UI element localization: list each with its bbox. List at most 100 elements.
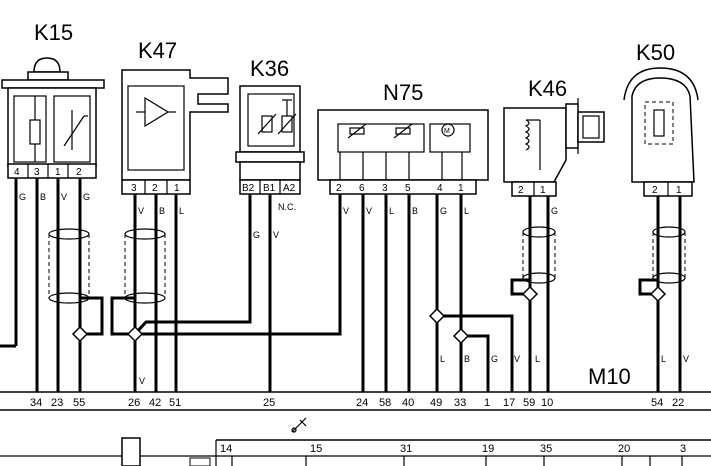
- wire-color: V: [139, 376, 145, 386]
- label-k47: K47: [138, 38, 177, 63]
- wire-colors-upper: G B V G V B L G V V V L B G L G V: [19, 192, 558, 386]
- bottom-connector: 34 23 55 26 42 51 25 24 58 40 49 33 1 17…: [0, 391, 711, 411]
- pin-number: 23: [51, 397, 63, 409]
- label-m10: M10: [588, 364, 631, 389]
- splice-k46: [521, 285, 539, 303]
- wire-color: V: [343, 206, 349, 216]
- wire-color: B: [412, 206, 418, 216]
- footer-number: 15: [310, 443, 322, 455]
- pin-number: 26: [128, 397, 140, 409]
- wire-color: L: [661, 354, 666, 364]
- pin-number: 54: [651, 397, 663, 409]
- splice-n75-b: [452, 327, 470, 345]
- wire-color: B: [159, 206, 165, 216]
- pin-number: 24: [356, 397, 368, 409]
- splice-k15: [71, 325, 89, 343]
- pin-number: 10: [541, 397, 553, 409]
- pin-number: 34: [30, 397, 42, 409]
- wire-color: L: [389, 206, 394, 216]
- pin-k47-2: 2: [152, 183, 158, 194]
- wire-color: G: [491, 354, 498, 364]
- label-k50: K50: [636, 40, 675, 65]
- component-k46: K46 2 1: [503, 76, 605, 197]
- pin-k15-4: 4: [14, 167, 20, 178]
- wires: [0, 178, 682, 392]
- footer-number: 3: [680, 443, 686, 455]
- footer-number: 35: [540, 443, 552, 455]
- pin-k46-2: 2: [518, 185, 524, 196]
- pin-k36-a2: A2: [283, 183, 296, 194]
- svg-text:M: M: [444, 128, 450, 135]
- label-k46: K46: [528, 76, 567, 101]
- pin-k50-1: 1: [676, 185, 682, 196]
- wire-color: V: [273, 230, 279, 240]
- splice-k50: [649, 285, 667, 303]
- wire-color: G: [83, 192, 90, 202]
- pin-k46-1: 1: [540, 185, 546, 196]
- pin-n75-1: 1: [458, 183, 464, 194]
- pin-n75-6: 6: [359, 183, 365, 194]
- label-k36: K36: [250, 56, 289, 81]
- footer-number: 19: [482, 443, 494, 455]
- pin-number: 40: [402, 397, 414, 409]
- wire-color: B: [464, 354, 470, 364]
- shield-k50: [652, 226, 686, 284]
- footer-connector: 14 15 31 19 35 20 3: [0, 437, 711, 466]
- pin-number: 49: [430, 397, 442, 409]
- wire-color: L: [440, 354, 445, 364]
- pin-k36-b1: B1: [263, 183, 276, 194]
- pin-number: 42: [149, 397, 161, 409]
- wire-color: V: [138, 206, 144, 216]
- pin-k15-3: 3: [34, 167, 40, 178]
- footer-number: 20: [618, 443, 630, 455]
- wire-color: G: [19, 192, 26, 202]
- wire-color: L: [179, 206, 184, 216]
- pen-cursor-icon: [291, 417, 307, 433]
- pin-number: 22: [672, 397, 684, 409]
- footer-number: 14: [220, 443, 232, 455]
- wire-color: G: [551, 206, 558, 216]
- label-n75: N75: [383, 80, 423, 105]
- splice-n75-a: [428, 307, 446, 325]
- pin-k15-1: 1: [55, 167, 61, 178]
- pin-k50-2: 2: [652, 185, 658, 196]
- wire-color: V: [683, 354, 689, 364]
- wire-color: G: [440, 206, 447, 216]
- pin-number: 1: [484, 397, 490, 409]
- label-k15: K15: [34, 20, 73, 45]
- component-k50: K50 2 1: [623, 40, 699, 197]
- label-k36-nc: N.C.: [278, 202, 296, 212]
- wire-color: V: [366, 206, 372, 216]
- component-k47: K47 3 2 1: [121, 38, 229, 195]
- pin-k47-3: 3: [131, 183, 137, 194]
- splice-k47: [126, 325, 144, 343]
- pin-number: 58: [379, 397, 391, 409]
- pin-n75-3: 3: [382, 183, 388, 194]
- wire-color: L: [464, 206, 469, 216]
- pin-number: 33: [454, 397, 466, 409]
- component-k36: K36 B2 B1 A2 N.C.: [235, 56, 305, 212]
- component-k15: K15 4 3 1 2: [1, 20, 105, 179]
- pin-number: 51: [169, 397, 181, 409]
- pin-number: 25: [263, 397, 275, 409]
- wire-color: V: [61, 192, 67, 202]
- footer-number: 31: [400, 443, 412, 455]
- shield-cylinders: [48, 226, 686, 304]
- shield-k47: [124, 228, 166, 304]
- wire-color: L: [535, 354, 540, 364]
- shield-k15: [48, 228, 90, 304]
- pin-n75-4: 4: [437, 183, 443, 194]
- pin-number: 59: [523, 397, 535, 409]
- shield-k46: [522, 226, 556, 284]
- pin-n75-5: 5: [405, 183, 411, 194]
- wire-colors-lower: L B G V L L V: [440, 354, 689, 364]
- wire-color: G: [253, 230, 260, 240]
- pin-number: 17: [503, 397, 515, 409]
- pin-k47-1: 1: [174, 183, 180, 194]
- component-n75: N75 M 2 6 3 5 4 1: [317, 80, 489, 195]
- pin-number: 55: [73, 397, 85, 409]
- pin-n75-2: 2: [336, 183, 342, 194]
- wire-color: V: [514, 354, 520, 364]
- wire-color: B: [40, 192, 46, 202]
